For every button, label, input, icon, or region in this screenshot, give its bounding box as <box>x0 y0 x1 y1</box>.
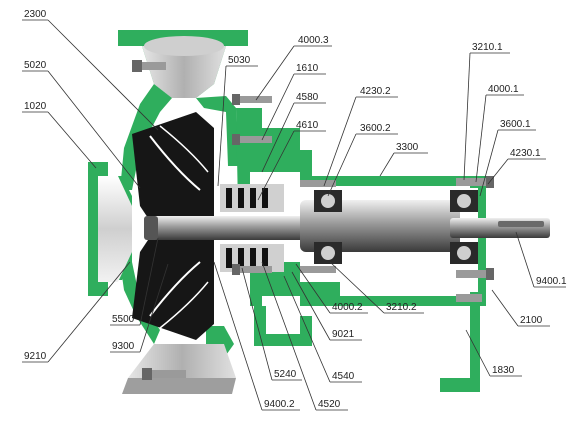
label-1020: 1020 <box>24 101 47 112</box>
label-2300: 2300 <box>24 9 47 20</box>
leader-lines <box>22 19 566 411</box>
label-9400-2: 9400.2 <box>264 399 295 410</box>
suction-opening <box>98 176 132 282</box>
label-1830: 1830 <box>492 365 515 376</box>
part-labels: 2300 5020 1020 9210 5500 9300 4000.3 503… <box>24 9 567 410</box>
label-2100: 2100 <box>520 315 543 326</box>
shaft <box>144 200 550 252</box>
label-3600-1: 3600.1 <box>500 119 531 130</box>
label-9400-1: 9400.1 <box>536 276 567 287</box>
label-4230-2: 4230.2 <box>360 86 391 97</box>
label-3300: 3300 <box>396 142 419 153</box>
label-4610: 4610 <box>296 120 319 131</box>
bolts <box>132 60 494 380</box>
label-3600-2: 3600.2 <box>360 123 391 134</box>
label-9021: 9021 <box>332 329 355 340</box>
label-4540: 4540 <box>332 371 355 382</box>
volute-metal <box>122 36 236 394</box>
label-9210: 9210 <box>24 351 47 362</box>
label-4580: 4580 <box>296 92 319 103</box>
label-3210-2: 3210.2 <box>386 302 417 313</box>
label-9300: 9300 <box>112 341 135 352</box>
label-5030: 5030 <box>228 55 251 66</box>
label-4000-1: 4000.1 <box>488 84 519 95</box>
label-4520: 4520 <box>318 399 341 410</box>
label-3210-1: 3210.1 <box>472 42 503 53</box>
label-4230-1: 4230.1 <box>510 148 541 159</box>
label-4000-2: 4000.2 <box>332 302 363 313</box>
bearings <box>314 190 478 264</box>
label-4000-3: 4000.3 <box>298 35 329 46</box>
label-5020: 5020 <box>24 60 47 71</box>
label-1610: 1610 <box>296 63 319 74</box>
label-5500: 5500 <box>112 314 135 325</box>
label-5240: 5240 <box>274 369 297 380</box>
seal-assembly <box>220 184 284 272</box>
